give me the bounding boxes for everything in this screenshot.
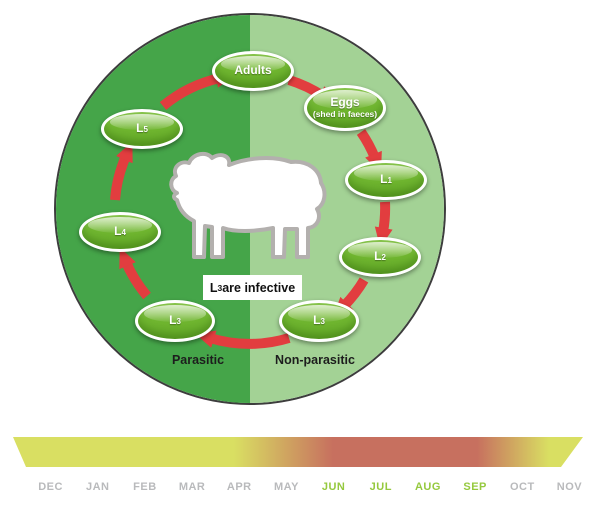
month-jan: JAN [86, 481, 110, 493]
node-l5-label: L5 [136, 121, 148, 136]
month-oct: OCT [509, 481, 535, 493]
node-l2: L2 [339, 237, 421, 277]
month-nov: NOV [556, 481, 583, 493]
node-l1-label: L1 [380, 172, 392, 187]
seasonal-risk-bar [13, 437, 583, 467]
month-feb: FEB [133, 481, 157, 493]
parasitic-label: Parasitic [171, 353, 225, 367]
month-sep: SEP [463, 481, 487, 493]
node-eggs-sublabel: (shed in faeces) [312, 109, 378, 120]
non-parasitic-label: Non-parasitic [275, 353, 355, 367]
node-eggs: Eggs (shed in faeces) [304, 85, 386, 131]
node-l4: L4 [79, 212, 161, 252]
node-l3-nonparasitic-label: L3 [313, 313, 325, 328]
month-jun: JUN [321, 481, 346, 493]
node-l5: L5 [101, 109, 183, 149]
month-axis: DEC JAN FEB MAR APR MAY JUN JUL AUG SEP … [27, 481, 593, 493]
month-dec: DEC [38, 481, 63, 493]
month-apr: APR [226, 481, 252, 493]
node-adults-label: Adults [234, 63, 272, 78]
node-l4-label: L4 [114, 224, 126, 239]
month-mar: MAR [178, 481, 206, 493]
node-l3-parasitic-label: L3 [169, 313, 181, 328]
node-l3-parasitic: L3 [135, 300, 215, 342]
month-may: MAY [273, 481, 299, 493]
node-eggs-label: Eggs [330, 95, 360, 110]
node-adults: Adults [212, 51, 294, 91]
node-l3-nonparasitic: L3 [279, 300, 359, 342]
node-l2-label: L2 [374, 249, 386, 264]
month-aug: AUG [414, 481, 441, 493]
node-l1: L1 [345, 160, 427, 200]
month-jul: JUL [369, 481, 392, 493]
